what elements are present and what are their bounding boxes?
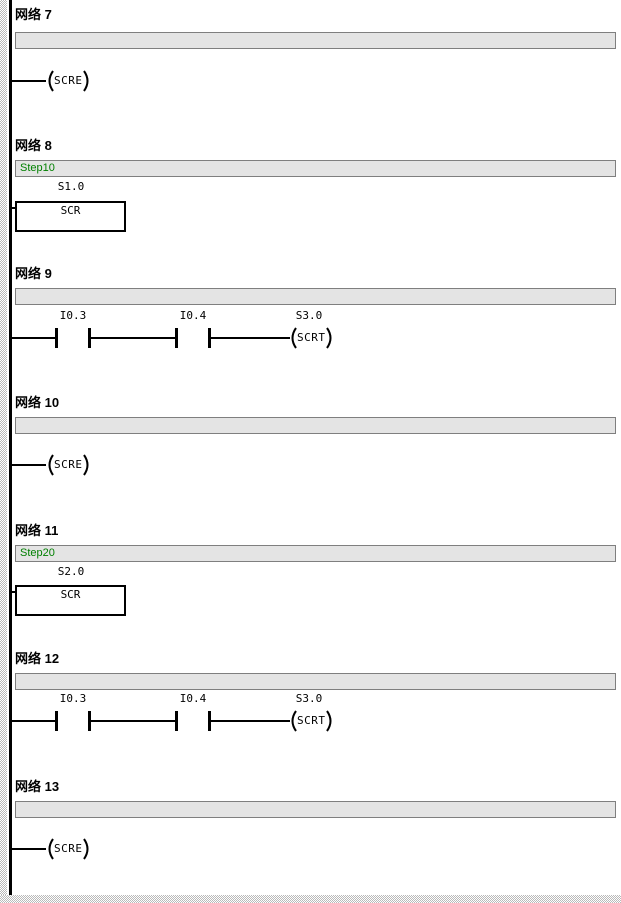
network-comment-bar[interactable]: Step10 [15,160,616,177]
scr-box[interactable]: SCR [15,201,126,232]
coil-right-paren-icon [82,70,88,92]
network-title: 网络 8 [15,138,52,153]
network-title: 网络 7 [15,7,52,22]
rung-wire [91,720,175,722]
network-comment-bar[interactable]: Step20 [15,545,616,562]
rung-wire [12,464,46,466]
rung-wire [12,591,16,593]
scr-box[interactable]: SCR [15,585,126,616]
operand-label: I0.4 [179,692,207,705]
operand-label: I0.3 [59,309,87,322]
rung-wire [12,848,46,850]
coil-left-paren-icon [291,710,297,732]
rung-wire [12,720,55,722]
power-rail [9,0,12,895]
rung-wire [12,337,55,339]
rung-wire [12,207,16,209]
network-comment-bar[interactable] [15,801,616,818]
scr-box-label: SCR [60,588,81,601]
coil-right-paren-icon [82,454,88,476]
scre-coil[interactable]: SCRE [45,838,92,860]
network-title: 网络 13 [15,779,60,794]
network-title: 网络 11 [15,523,59,538]
coil-label: SCRE [54,458,83,471]
network-title: 网络 9 [15,266,52,281]
contact-bar [88,328,91,348]
coil-label: SCRE [54,74,83,87]
contact-bar [175,711,178,731]
coil-right-paren-icon [325,710,331,732]
network-comment-bar[interactable] [15,673,616,690]
contact-bar [208,711,211,731]
network-comment-text: Step10 [20,162,55,174]
rung-wire [211,720,290,722]
scrt-coil[interactable]: SCRT [288,327,335,349]
scr-box-label: SCR [60,204,81,217]
contact-bar [208,328,211,348]
scrt-coil[interactable]: SCRT [288,710,335,732]
coil-left-paren-icon [291,327,297,349]
network-comment-bar[interactable] [15,32,616,49]
coil-label: SCRE [54,842,83,855]
coil-left-paren-icon [48,70,54,92]
rung-wire [12,80,46,82]
operand-label: S1.0 [57,180,85,193]
scre-coil[interactable]: SCRE [45,454,92,476]
contact-bar [55,328,58,348]
contact-bar [175,328,178,348]
operand-label: S3.0 [295,309,323,322]
network-comment-bar[interactable] [15,417,616,434]
coil-label: SCRT [297,331,326,344]
coil-left-paren-icon [48,454,54,476]
left-margin-strip [0,0,7,903]
operand-label: I0.4 [179,309,207,322]
network-comment-bar[interactable] [15,288,616,305]
operand-label: S3.0 [295,692,323,705]
coil-right-paren-icon [325,327,331,349]
rung-wire [211,337,290,339]
network-title: 网络 10 [15,395,60,410]
operand-label: I0.3 [59,692,87,705]
network-title: 网络 12 [15,651,60,666]
horizontal-scrollbar-track[interactable] [0,895,621,903]
operand-label: S2.0 [57,565,85,578]
scre-coil[interactable]: SCRE [45,70,92,92]
network-comment-text: Step20 [20,547,55,559]
contact-bar [88,711,91,731]
coil-left-paren-icon [48,838,54,860]
rung-wire [91,337,175,339]
coil-label: SCRT [297,714,326,727]
coil-right-paren-icon [82,838,88,860]
contact-bar [55,711,58,731]
